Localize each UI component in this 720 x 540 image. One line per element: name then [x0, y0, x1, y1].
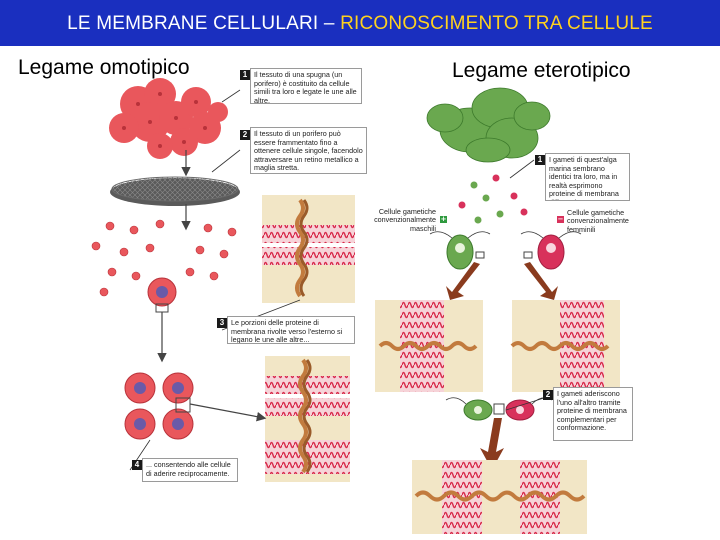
green-gamete [429, 231, 491, 270]
metal-sieve [110, 176, 240, 206]
note-left-4: ... consentendo alle cellule di aderire … [142, 458, 238, 482]
title-bar [0, 0, 720, 46]
note-left-2-text: Il tessuto di un porifero può essere fra… [254, 129, 363, 173]
legend-female-text: Cellule gametiche convenzionalmente femm… [567, 208, 629, 234]
note-left-1: Il tessuto di una spugna (un porifero) è… [250, 68, 362, 104]
note-right-1: I gameti di quest'alga marina sembrano i… [545, 153, 630, 201]
step-badge-left-1: 1 [240, 70, 250, 80]
alga-illustration [426, 87, 551, 163]
note-left-2: Il tessuto di un porifero può essere fra… [250, 127, 367, 174]
arrow-to-male-panel [446, 262, 480, 300]
sponge-illustration [109, 78, 228, 159]
membrane-panel-male [375, 300, 483, 392]
scattered-gametes [458, 174, 528, 224]
note-right-1-text: I gameti di quest'alga marina sembrano i… [549, 155, 619, 200]
step-badge-left-2: 2 [240, 130, 250, 140]
right-heading: Legame eterotipico [452, 59, 631, 82]
arrow-to-fusion-panel [480, 418, 504, 470]
note-left-3-text: Le porzioni delle proteine di membrana r… [231, 318, 343, 344]
left-heading: Legame omotipico [18, 56, 190, 79]
note-left-4-text: ... consentendo alle cellule di aderire … [146, 460, 231, 478]
note-left-3: Le porzioni delle proteine di membrana r… [227, 316, 355, 344]
fusing-gametes [445, 397, 553, 421]
note-right-2: I gameti aderiscono l'uno all'altro tram… [553, 387, 633, 441]
note-right-2-text: I gameti aderiscono l'uno all'altro tram… [557, 389, 627, 433]
membrane-panel-top-left [262, 195, 355, 303]
note-left-1-text: Il tessuto di una spugna (un porifero) è… [254, 70, 357, 104]
membrane-panel-female [510, 300, 620, 392]
membrane-panel-fusion [412, 460, 587, 534]
arrow-to-female-panel [524, 262, 558, 300]
title-highlight: RICONOSCIMENTO TRA CELLULE [340, 13, 653, 34]
legend-female-symbol: − [557, 215, 564, 223]
step-badge-right-2: 2 [543, 390, 553, 400]
cell-cluster [124, 372, 194, 440]
slide-title: LE MEMBRANE CELLULARI – RICONOSCIMENTO T… [0, 0, 720, 46]
legend-male-symbol: + [440, 215, 447, 223]
legend-male-text: Cellule gametiche convenzionalmente masc… [374, 207, 436, 233]
title-prefix: LE MEMBRANE CELLULARI – [67, 13, 341, 34]
red-gamete [520, 231, 582, 270]
step-badge-left-3: 3 [217, 318, 227, 328]
membrane-panel-bottom-left [265, 356, 350, 482]
step-badge-right-1: 1 [535, 155, 545, 165]
dispersed-cells [91, 219, 237, 297]
step-badge-left-4: 4 [132, 460, 142, 470]
